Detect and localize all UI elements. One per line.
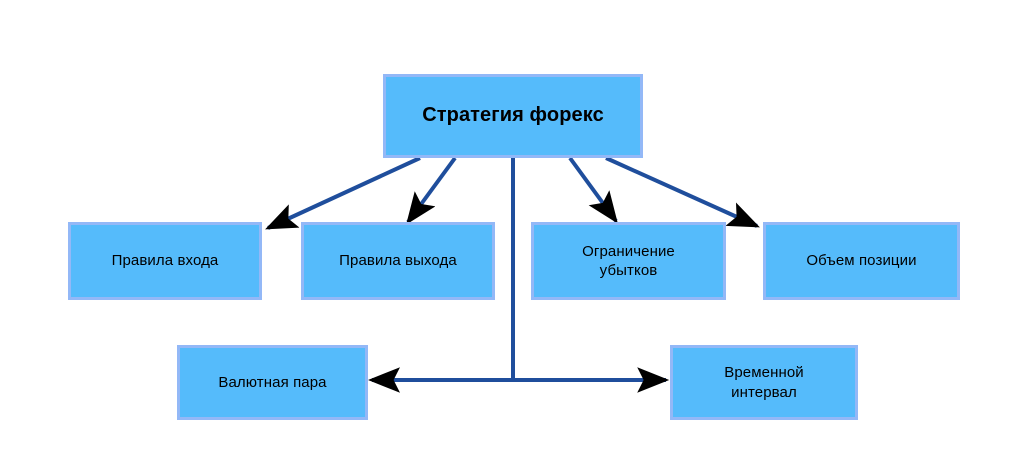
- node-currency-pair[interactable]: Валютная пара: [177, 345, 368, 420]
- node-strategy-root[interactable]: Стратегия форекс: [383, 74, 643, 158]
- node-position-volume[interactable]: Объем позиции: [763, 222, 960, 300]
- node-strategy-root-label: Стратегия форекс: [422, 104, 604, 127]
- edge-root-to-entry-rules: [265, 156, 421, 230]
- node-timeframe[interactable]: Временной интервал: [670, 345, 858, 420]
- node-exit-rules[interactable]: Правила выхода: [301, 222, 495, 300]
- node-stop-loss[interactable]: Ограничение убытков: [531, 222, 726, 300]
- node-exit-rules-label: Правила выхода: [339, 252, 457, 270]
- node-timeframe-label: Временной интервал: [724, 364, 804, 401]
- edge-root-to-exit-rules: [406, 156, 457, 225]
- node-stop-loss-label: Ограничение убытков: [582, 242, 675, 279]
- node-entry-rules[interactable]: Правила входа: [68, 222, 262, 300]
- edge-root-to-position-volume: [605, 156, 760, 228]
- node-currency-pair-label: Валютная пара: [218, 373, 327, 391]
- node-position-volume-label: Объем позиции: [806, 252, 917, 270]
- edge-root-to-stop-loss: [568, 156, 618, 224]
- node-entry-rules-label: Правила входа: [111, 252, 219, 270]
